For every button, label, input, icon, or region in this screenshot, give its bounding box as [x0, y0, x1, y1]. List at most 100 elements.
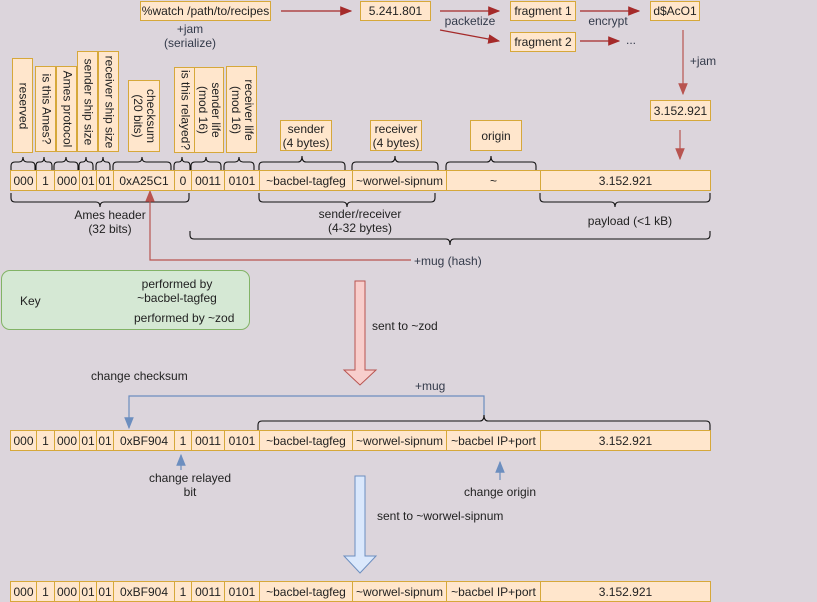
- is-ames-label: is this Ames?: [39, 73, 53, 145]
- mug-brace: [257, 414, 711, 430]
- fragment-2-box: fragment 2: [510, 32, 576, 52]
- mug-hash-label: +mug (hash): [414, 254, 482, 268]
- payload-label: payload (<1 kB): [587, 214, 673, 228]
- origin-label-box: origin: [470, 120, 522, 151]
- field-receiver-size: 01: [97, 431, 114, 450]
- sender-receiver-label: sender/receiver (4-32 bytes): [318, 207, 402, 235]
- jammed-text: 3.152.921: [653, 103, 708, 118]
- field-is-ames: 1: [37, 171, 55, 190]
- ames-protocol-label: Ames protocol: [60, 70, 74, 148]
- field-protocol: 000: [55, 431, 80, 450]
- sender-life-label-box: sender life (mod 16): [194, 67, 224, 153]
- ellipsis-label: ...: [625, 33, 636, 47]
- bottom-braces: [10, 193, 711, 246]
- reserved-label: reserved: [16, 82, 30, 129]
- field-reserved: 000: [11, 582, 37, 601]
- field-receiver-life: 0101: [225, 431, 260, 450]
- sender-label-box: sender (4 bytes): [280, 120, 332, 151]
- receiver-ship-size-label: receiver ship size: [102, 55, 116, 148]
- jam-label: +jam: [689, 54, 717, 68]
- field-payload: 3.152.921: [598, 584, 653, 599]
- field-reserved: 000: [11, 431, 37, 450]
- fragment-1-box: fragment 1: [510, 1, 576, 21]
- checksum-label: checksum (20 bits): [131, 88, 158, 144]
- sender-ship-size-label: sender ship size: [81, 58, 95, 145]
- watch-command-box: %watch /path/to/recipes: [140, 1, 271, 21]
- field-origin: ~: [447, 171, 541, 190]
- field-receiver: ~worwel-sipnum: [353, 582, 447, 601]
- field-sender-size: 01: [80, 171, 97, 190]
- field-is-ames: 1: [37, 431, 55, 450]
- change-origin-label: change origin: [463, 485, 537, 499]
- noun-atom-text: 5.241.801: [368, 4, 423, 18]
- field-receiver: ~worwel-sipnum: [353, 431, 447, 450]
- field-receiver-size: 01: [97, 171, 114, 190]
- key-blue-label: performed by ~zod: [134, 311, 235, 325]
- jammed-box: 3.152.921: [650, 100, 711, 121]
- ames-header-label: Ames header (32 bits): [74, 208, 146, 236]
- field-protocol: 000: [55, 171, 80, 190]
- top-braces: [10, 155, 537, 170]
- receiver-label: receiver (4 bytes): [372, 121, 420, 150]
- field-sender-size: 01: [80, 582, 97, 601]
- field-origin: ~bacbel IP+port: [447, 431, 541, 450]
- change-relayed-bit-label: change relayed bit: [148, 471, 232, 499]
- field-reserved: 000: [11, 171, 37, 190]
- field-protocol: 000: [55, 582, 80, 601]
- field-relayed: 1: [175, 582, 192, 601]
- receiver-life-label: receiver life (mod 16): [228, 78, 256, 141]
- arrow-change-checksum: [124, 395, 485, 430]
- field-is-ames: 1: [37, 582, 55, 601]
- receiver-label-box: receiver (4 bytes): [370, 120, 422, 151]
- field-checksum: 0xBF904: [114, 582, 175, 601]
- ames-protocol-label-box: Ames protocol: [56, 66, 77, 152]
- arrow-packetize-2: [439, 29, 501, 44]
- receiver-ship-size-label-box: receiver ship size: [98, 51, 119, 152]
- field-receiver-life: 0101: [225, 171, 260, 190]
- field-sender-life: 0011: [192, 431, 225, 450]
- field-payload: 3.152.921: [598, 173, 653, 188]
- field-sender-size: 01: [80, 431, 97, 450]
- change-checksum-label: change checksum: [91, 369, 188, 383]
- reserved-label-box: reserved: [12, 58, 33, 153]
- watch-command-text: %watch /path/to/recipes: [141, 4, 270, 18]
- arrow-mug-hash: [145, 189, 411, 261]
- field-payload: 3.152.921: [598, 433, 653, 448]
- sender-ship-size-label-box: sender ship size: [77, 51, 98, 152]
- key-red-label: performed by ~bacbel-tagfeg: [137, 277, 217, 305]
- sent-to-zod-label: sent to ~zod: [372, 319, 438, 333]
- receiver-life-label-box: receiver life (mod 16): [226, 66, 257, 153]
- jam-serialize-label: +jam (serialize): [163, 22, 216, 50]
- sender-life-label: sender life (mod 16): [196, 82, 223, 138]
- checksum-label-box: checksum (20 bits): [128, 80, 160, 152]
- noun-atom-box: 5.241.801: [360, 1, 431, 21]
- sent-to-worwel-arrow: [342, 475, 378, 574]
- is-relayed-label-box: is this relayed?: [174, 67, 195, 153]
- encrypt-label: encrypt: [588, 14, 628, 28]
- field-receiver-size: 01: [97, 582, 114, 601]
- field-checksum: 0xA25C1: [114, 171, 175, 190]
- field-sender: ~bacbel-tagfeg: [260, 431, 353, 450]
- field-sender: ~bacbel-tagfeg: [260, 582, 353, 601]
- field-sender: ~bacbel-tagfeg: [260, 171, 353, 190]
- is-relayed-label: is this relayed?: [178, 69, 192, 151]
- field-sender-life: 0011: [192, 171, 225, 190]
- origin-label: origin: [481, 128, 511, 143]
- legend-key: Key performed by ~bacbel-tagfeg performe…: [1, 270, 250, 330]
- is-ames-label-box: is this Ames?: [35, 66, 56, 152]
- mug-label: +mug: [415, 379, 446, 393]
- key-title: Key: [20, 294, 41, 308]
- field-sender-life: 0011: [192, 582, 225, 601]
- field-checksum: 0xBF904: [114, 431, 175, 450]
- field-receiver-life: 0101: [225, 582, 260, 601]
- field-origin: ~bacbel IP+port: [447, 582, 541, 601]
- packetize-label: packetize: [444, 14, 496, 28]
- fragment-1-text: fragment 1: [514, 4, 572, 18]
- fragment-2-text: fragment 2: [514, 35, 572, 49]
- encrypted-text: d$AcO1: [653, 4, 697, 18]
- field-relayed: 0: [175, 171, 192, 190]
- field-receiver: ~worwel-sipnum: [353, 171, 447, 190]
